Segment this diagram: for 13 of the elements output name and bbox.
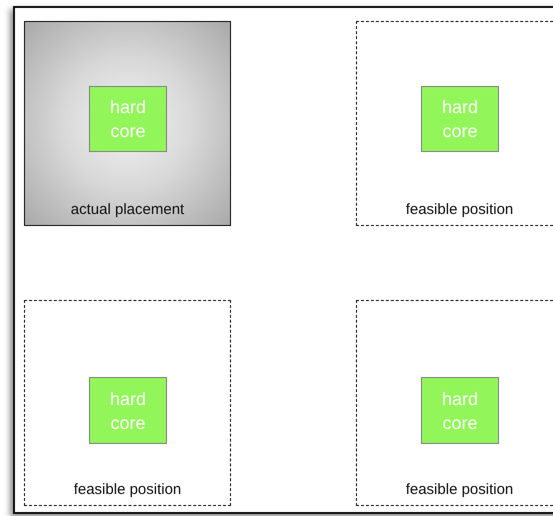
hard-core-block: hard core [421,86,499,152]
placement-region [24,21,231,226]
outer-frame [13,6,553,514]
region-label: actual placement [70,201,186,218]
region-label: feasible position [404,481,514,498]
hard-core-block: hard core [89,377,167,444]
hard-core-block: hard core [421,377,499,444]
feasible-region [24,300,231,506]
feasible-region [356,300,553,506]
region-label: feasible position [404,201,514,218]
hard-core-block: hard core [89,86,167,152]
region-label: feasible position [72,481,182,498]
feasible-region [356,21,553,226]
